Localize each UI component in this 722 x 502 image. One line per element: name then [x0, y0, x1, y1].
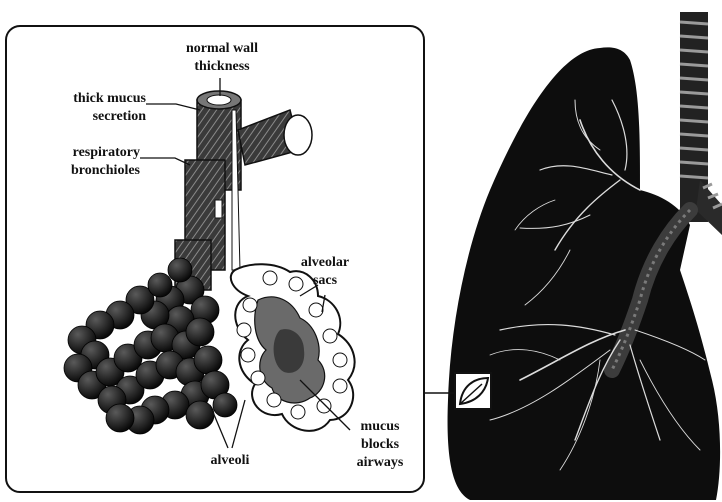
label-bronchioles: bronchioles — [71, 163, 141, 178]
lung-lobe — [448, 47, 721, 500]
inset-panel: normal wall thickness thick mucus secret… — [6, 26, 424, 492]
label-respiratory: respiratory — [73, 145, 140, 160]
label-secretion: secretion — [93, 109, 147, 124]
label-thickness: thickness — [194, 59, 250, 74]
label-blocks: blocks — [361, 437, 400, 452]
trachea — [680, 12, 722, 235]
leaf-square-icon — [455, 373, 491, 409]
label-alveolar: alveolar — [301, 255, 349, 270]
label-mucus: mucus — [361, 419, 400, 434]
label-airways: airways — [357, 455, 404, 470]
label-sacs: sacs — [313, 273, 338, 288]
label-alveoli: alveoli — [211, 453, 250, 468]
label-thick-mucus: thick mucus — [73, 91, 146, 106]
lung-illustration — [424, 12, 722, 500]
label-normal-wall: normal wall — [186, 41, 258, 56]
